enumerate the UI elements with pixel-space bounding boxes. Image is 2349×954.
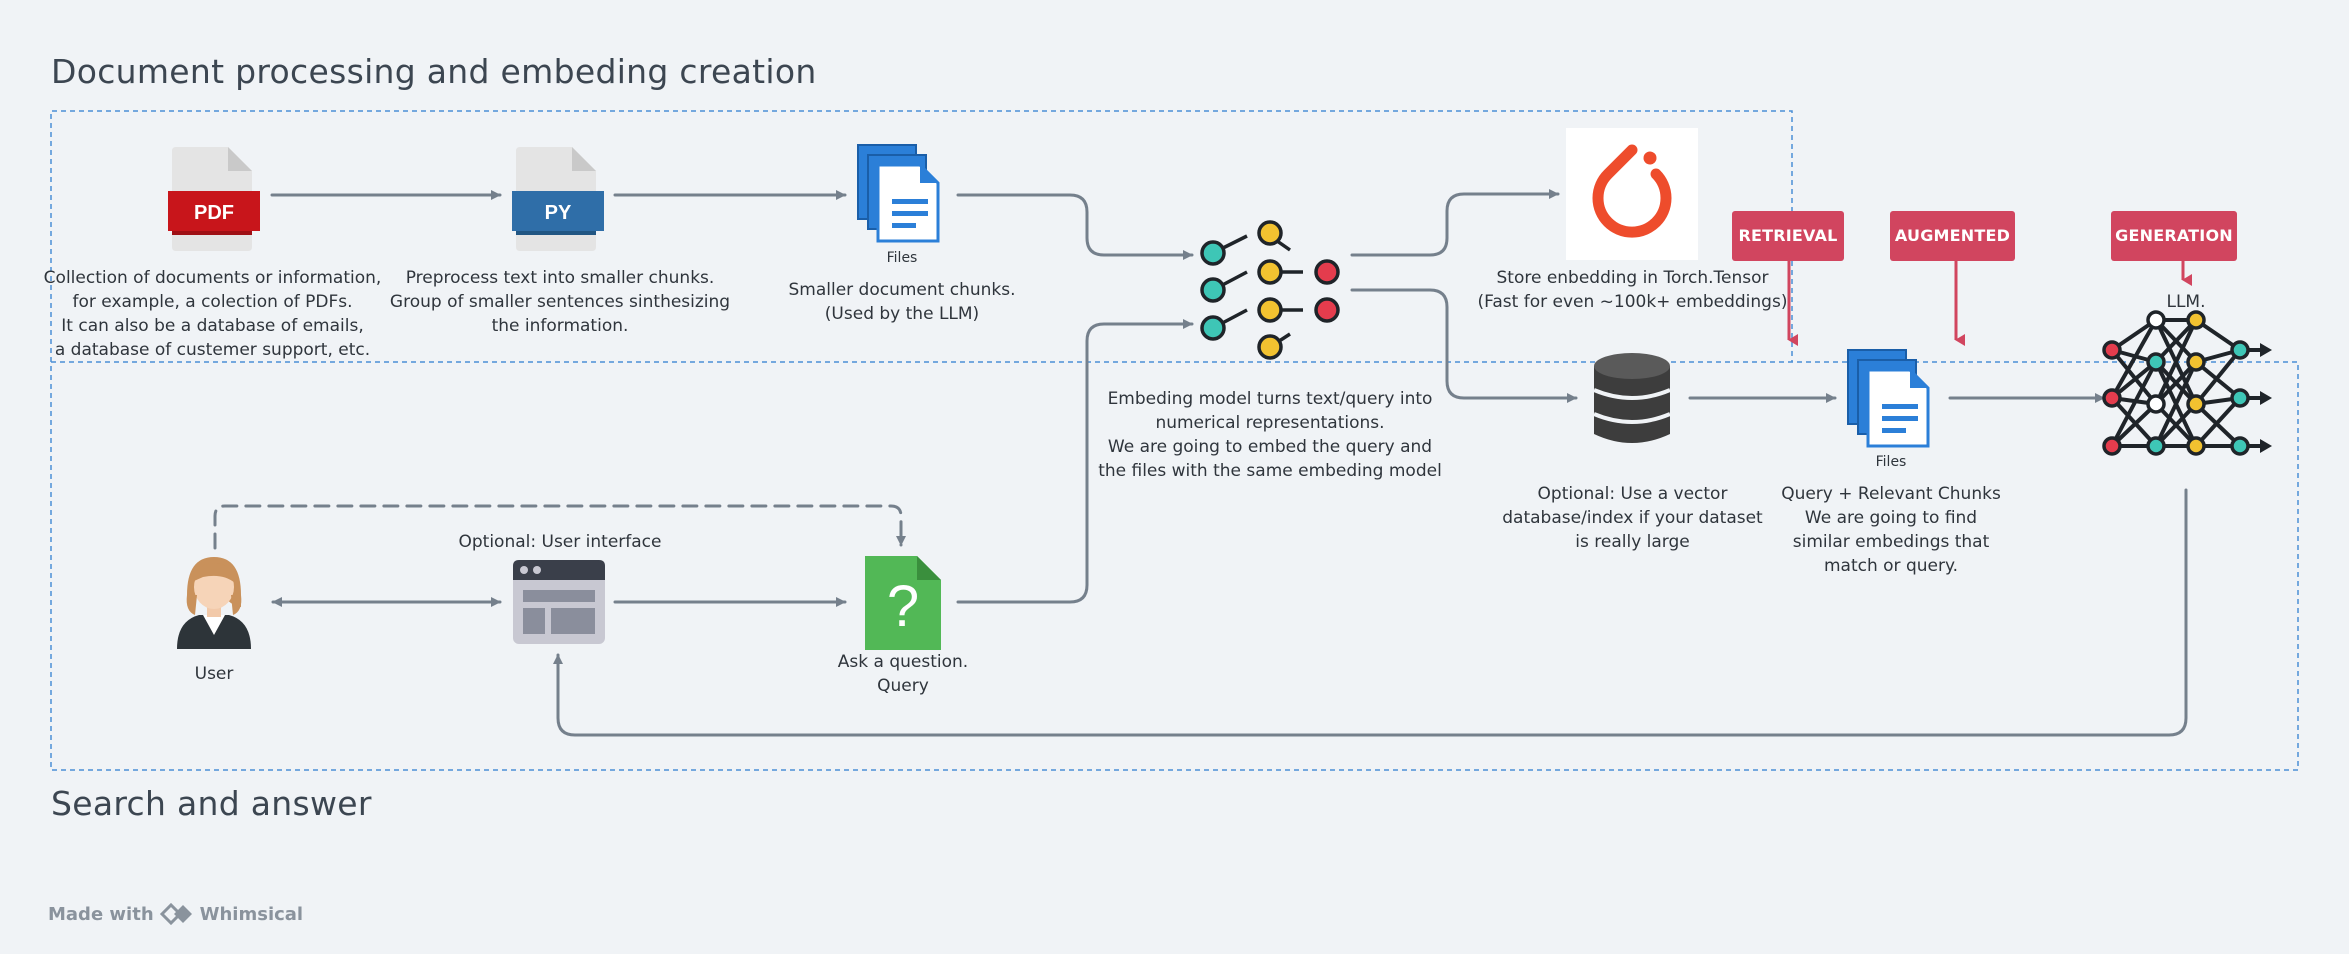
arrow-query-to-embedding [956,319,1194,604]
arrow-embedding-to-db [1350,288,1578,403]
section-title-document-processing: Document processing and embeding creatio… [51,52,817,91]
browser-window-icon [513,560,605,644]
question-icon-label: ? [887,574,919,639]
ui-caption: Optional: User interface [458,532,662,552]
augmented-badge: AUGMENTED [1890,211,2015,261]
query-caption: Ask a question. Query [837,652,969,696]
arrow-files-to-embedding [956,193,1194,260]
arrow-llm-to-ui [553,488,2188,737]
vector-db-caption: Optional: Use a vector database/index if… [1502,484,1763,552]
whimsical-brand: Whimsical [199,903,304,925]
llm-network-icon [2102,310,2272,456]
embedding-caption: Embeding model turns text/query into num… [1098,389,1442,481]
pytorch-logo [1566,128,1698,260]
torch-caption: Store enbedding in Torch.Tensor (Fast fo… [1477,268,1788,312]
retrieval-badge: RETRIEVAL [1732,211,1844,261]
whimsical-logo-icon [159,903,192,925]
dashed-user-to-query [213,504,906,550]
database-icon [1593,353,1671,443]
arrow-embedding-to-torch [1350,189,1560,257]
user-icon [177,557,251,649]
bottom-section-frame [50,361,2299,771]
relevant-files-icon-label: Files [1876,454,1907,470]
relevant-caption: Query + Relevant Chunks We are going to … [1781,484,2001,576]
neural-network-icon [1200,220,1340,360]
badge-connectors [1787,261,2192,346]
pdf-file-icon: PDF [168,147,260,251]
section-title-search-and-answer: Search and answer [51,784,372,823]
connectors [213,189,2188,737]
pdf-caption: Collection of documents or information, … [43,268,382,360]
relevant-files-icon [1847,349,1930,448]
chunks-caption: Smaller document chunks. (Used by the LL… [788,280,1016,324]
question-file-icon: ? [865,556,941,650]
made-with-footer[interactable]: Made with Whimsical [48,903,303,925]
user-caption: User [194,664,234,684]
llm-caption: LLM. [2166,292,2206,312]
generation-badge: GENERATION [2111,211,2237,261]
made-with-label: Made with [48,903,154,925]
files-icon [857,144,940,243]
py-caption: Preprocess text into smaller chunks. Gro… [389,268,731,336]
files-icon-label: Files [887,250,918,266]
pdf-icon-label: PDF [194,202,234,224]
py-icon-label: PY [545,202,572,224]
python-file-icon: PY [512,147,604,251]
